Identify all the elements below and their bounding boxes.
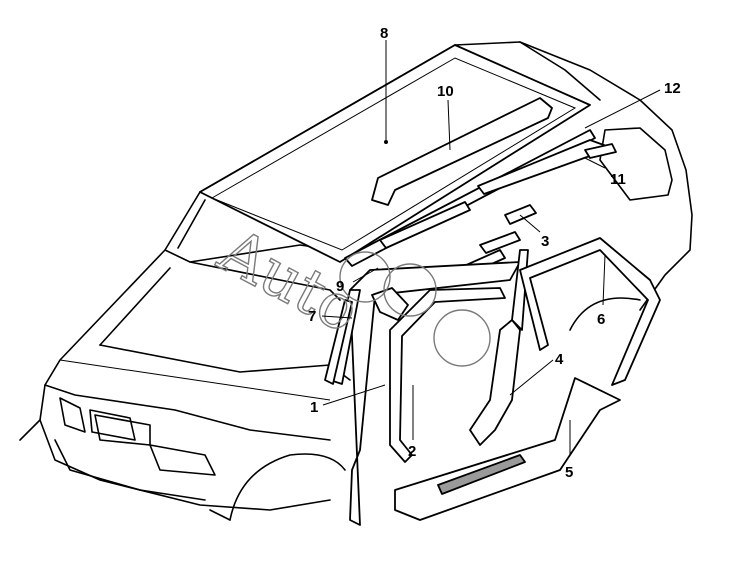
callout-9: 9 — [336, 278, 344, 295]
front-door-seal-part — [389, 287, 506, 463]
callout-7: 7 — [308, 308, 316, 325]
callout-6: 6 — [597, 311, 605, 328]
callout-5: 5 — [565, 464, 573, 481]
rear-door-seal-part — [519, 237, 661, 386]
callout-8: 8 — [380, 25, 388, 42]
a-pillar-trim-part — [324, 299, 353, 385]
callout-labels: 8 10 12 11 3 9 7 6 4 1 2 5 — [308, 25, 681, 481]
roof-headliner-part — [199, 44, 591, 263]
leader-lines — [321, 40, 661, 456]
callout-3: 3 — [541, 233, 549, 250]
callout-11: 11 — [610, 171, 626, 188]
car-body-outline — [19, 41, 693, 521]
callout-2: 2 — [408, 443, 416, 460]
roof-rail-part — [371, 97, 553, 206]
callout-10: 10 — [437, 83, 454, 100]
sill-trim-part — [394, 377, 621, 521]
callout-1: 1 — [310, 399, 318, 416]
callout-4: 4 — [555, 351, 564, 368]
callout-12: 12 — [664, 80, 681, 97]
